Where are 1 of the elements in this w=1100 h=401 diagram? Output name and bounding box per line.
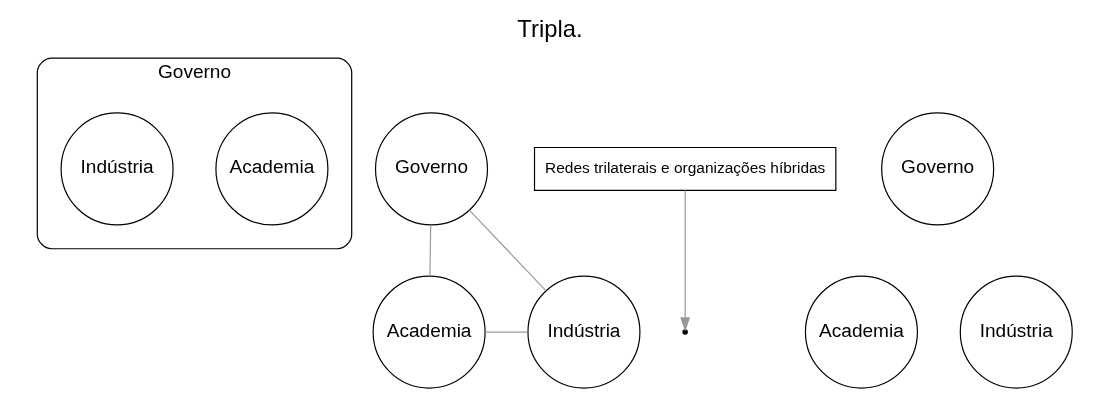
diagram-title: Tripla. (517, 14, 583, 42)
